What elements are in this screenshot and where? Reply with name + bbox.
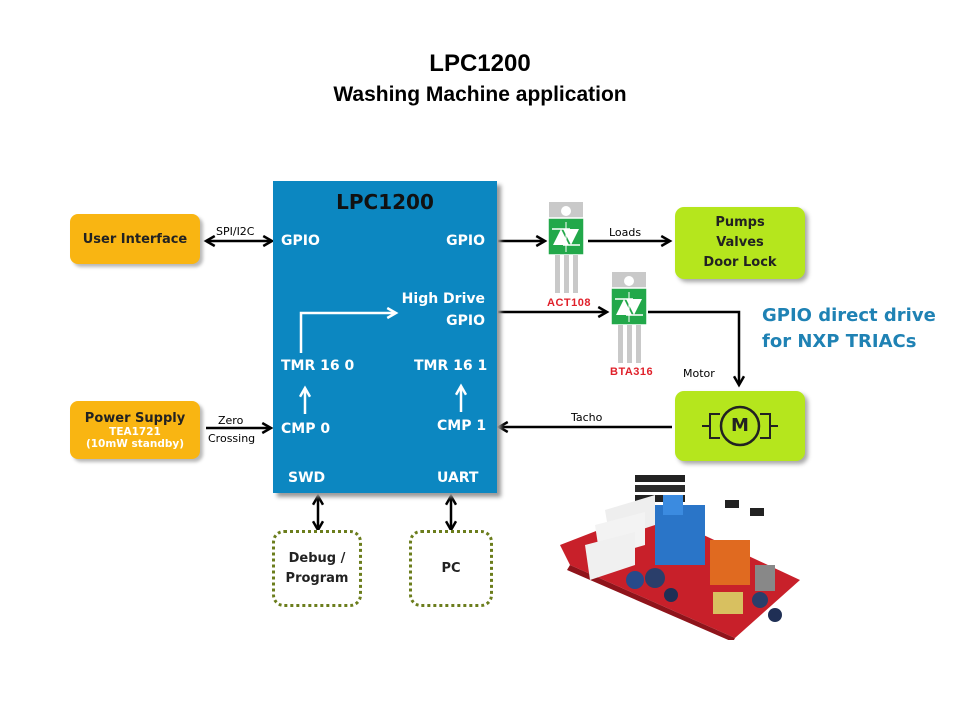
- triac-bta316-label: BTA316: [610, 366, 654, 378]
- power-supply-title: Power Supply: [84, 410, 186, 426]
- heatsink: [635, 475, 685, 502]
- pc-label: PC: [441, 561, 461, 576]
- crossing-label: Crossing: [208, 432, 256, 445]
- motor-block: M: [675, 391, 805, 461]
- chip-tmr0: TMR 16 0: [281, 358, 355, 374]
- motor-icon: [702, 405, 778, 447]
- spi-i2c-label: SPI/I2C: [216, 225, 255, 238]
- lpc1200-chip-block: [273, 181, 497, 493]
- chip-cmp1: CMP 1: [437, 418, 487, 434]
- power-supply-note: (10mW standby): [85, 437, 185, 450]
- triac-act108: [545, 200, 587, 296]
- chip-right-gpio: GPIO: [446, 233, 485, 249]
- triac-icon: [610, 272, 648, 363]
- loads-item-valves: Valves: [716, 235, 764, 250]
- triac-icon: [547, 202, 585, 293]
- zero-label: Zero: [218, 414, 244, 427]
- chip-left-gpio: GPIO: [281, 233, 320, 249]
- note-line-2: for NXP TRIACs: [762, 331, 917, 352]
- motor-symbol: M: [731, 415, 749, 436]
- power-supply-block: Power Supply TEA1721 (10mW standby): [70, 401, 200, 459]
- tacho-label: Tacho: [571, 411, 603, 424]
- triac-act108-label: ACT108: [547, 297, 591, 309]
- tmr0-to-high-drive-arrow: [299, 306, 399, 353]
- chip-swd: SWD: [288, 470, 326, 486]
- pc-block: PC: [409, 530, 493, 607]
- title-line-1: LPC1200: [429, 50, 531, 77]
- program-label: Program: [285, 570, 349, 586]
- loads-block: Pumps Valves Door Lock: [675, 207, 805, 279]
- chip-name: LPC1200: [336, 190, 434, 214]
- chip-internal-arrows: [298, 306, 468, 414]
- chip-tmr1: TMR 16 1: [414, 358, 488, 374]
- debug-label: Debug /: [288, 550, 346, 566]
- loads-item-pumps: Pumps: [715, 215, 765, 230]
- user-interface-label: User Interface: [82, 231, 188, 247]
- note-line-1: GPIO direct drive: [762, 305, 936, 326]
- motor-label: Motor: [683, 367, 715, 380]
- debug-program-block: Debug / Program: [272, 530, 362, 607]
- power-supply-part: TEA1721: [109, 425, 161, 438]
- chip-cmp0: CMP 0: [281, 421, 331, 437]
- loads-item-door-lock: Door Lock: [703, 255, 777, 270]
- triac-bta316: [608, 270, 650, 366]
- title-line-2: Washing Machine application: [333, 83, 627, 106]
- chip-high-drive-gpio-label: GPIO: [446, 313, 485, 329]
- motor-line: [648, 310, 746, 388]
- user-interface-block: User Interface: [70, 214, 200, 264]
- controller-board-photo: [560, 475, 800, 640]
- loads-label: Loads: [609, 226, 642, 239]
- chip-high-drive-label: High Drive: [401, 291, 485, 307]
- chip-uart: UART: [437, 470, 479, 486]
